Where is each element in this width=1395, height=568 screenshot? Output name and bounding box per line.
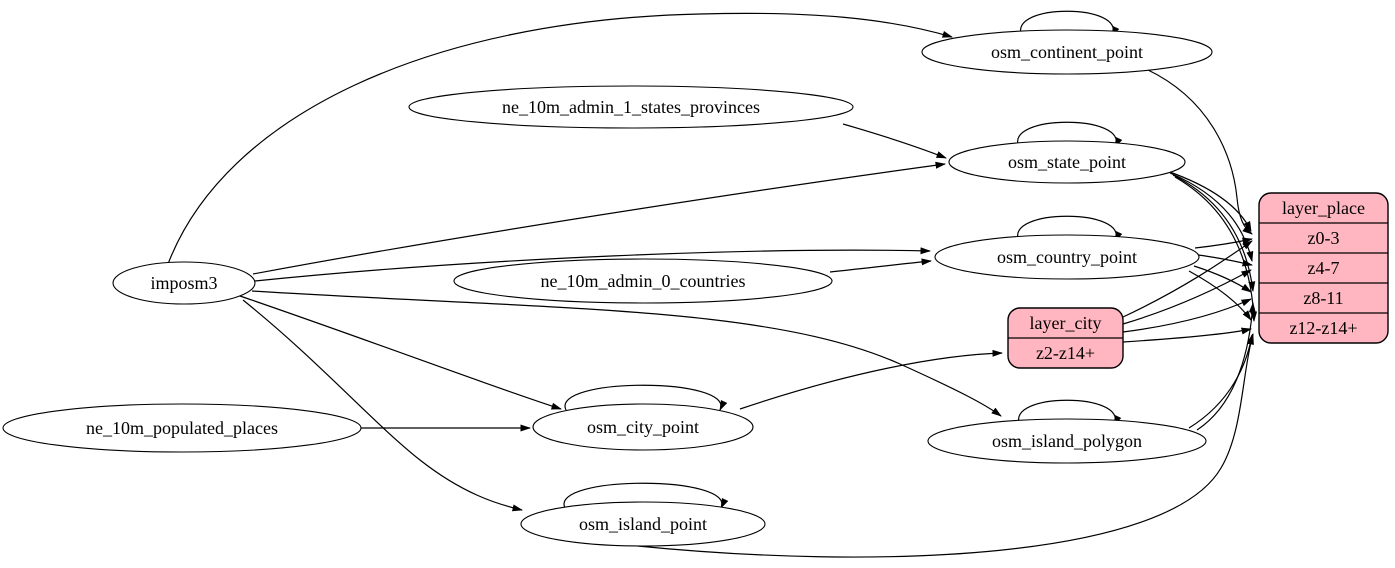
edge-osm_island_polygon-to-layer_place-z12-z14+: [1188, 334, 1254, 429]
record-row-layer_place-z0-3: z0-3: [1308, 228, 1340, 248]
edge-osm_country_point-to-layer_place-z8-11: [1193, 265, 1252, 293]
edge-imposm3-to-osm_state_point: [252, 161, 946, 275]
edge-osm_state_point-to-osm_state_point: [1017, 121, 1123, 148]
node-imposm3: [112, 261, 256, 305]
node-osm_country_point: [934, 234, 1200, 280]
node-osm_city_point: [532, 403, 754, 451]
nodes-layer: imposm3 ne_10m_admin_1_states_provincesne…: [2, 29, 1213, 547]
record-row-layer_city-z2-z14+: z2-z14+: [1036, 343, 1095, 363]
node-osm_state_point: [948, 140, 1186, 184]
node-label-ne_10m_populated_places: ne_10m_populated_places: [86, 418, 278, 438]
edge-imposm3-to-osm_island_polygon: [251, 290, 1002, 417]
edge-osm_island_point-to-layer_place-z12-z14+: [627, 333, 1254, 558]
edge-imposm3-to-osm_city_point: [239, 295, 562, 410]
record-row-layer_place-z8-11: z8-11: [1303, 288, 1343, 308]
edge-layer_city-to-layer_place-z8-11: [1122, 298, 1252, 333]
edge-osm_country_point-to-layer_place-z0-3: [1194, 237, 1253, 249]
edge-osm_island_polygon-to-layer_place-z8-11: [1196, 302, 1256, 431]
edge-layer_city-to-layer_place-z0-3: [1122, 240, 1253, 318]
edge-osm_state_point-to-layer_place-z4-7: [1169, 172, 1254, 262]
edges-layer: [167, 10, 1258, 558]
record-layer_place: [1258, 192, 1389, 344]
node-label-imposm3: imposm3: [150, 273, 217, 293]
node-osm_island_polygon: [927, 418, 1207, 464]
edge-osm_city_point-to-layer_city-z2-z14+: [739, 349, 1003, 410]
edge-osm_country_point-to-osm_country_point: [1017, 215, 1123, 242]
node-label-osm_continent_point: osm_continent_point: [991, 42, 1143, 62]
edge-ne_10m_admin_1_states_provinces-to-osm_state_point: [842, 123, 947, 159]
edge-osm_country_point-to-layer_place-z4-7: [1197, 254, 1253, 267]
node-label-osm_island_point: osm_island_point: [579, 514, 707, 534]
record-title-layer_city: layer_city: [1030, 313, 1102, 333]
record-row-layer_place-z12-z14+: z12-z14+: [1289, 318, 1357, 338]
edge-osm_island_point-to-osm_island_point: [563, 482, 729, 509]
node-ne_10m_admin_0_countries: [453, 258, 833, 304]
edge-imposm3-to-osm_continent_point: [167, 12, 953, 265]
node-label-ne_10m_admin_1_states_provinces: ne_10m_admin_1_states_provinces: [502, 97, 760, 117]
edge-ne_10m_admin_0_countries-to-osm_country_point: [829, 258, 932, 273]
edge-osm_continent_point-to-osm_continent_point: [1019, 10, 1120, 37]
edge-imposm3-to-osm_country_point: [254, 247, 931, 282]
node-label-osm_state_point: osm_state_point: [1008, 152, 1126, 172]
node-ne_10m_admin_1_states_provinces: [408, 85, 854, 129]
node-osm_island_point: [520, 501, 766, 547]
edge-layer_city-to-layer_place-z12-z14+: [1122, 327, 1252, 343]
record-title-layer_place: layer_place: [1282, 198, 1365, 218]
edge-osm_country_point-to-layer_place-z12-z14+: [1188, 270, 1252, 321]
node-label-osm_island_polygon: osm_island_polygon: [992, 431, 1142, 451]
edge-layer_city-to-layer_place-z4-7: [1122, 269, 1252, 325]
node-ne_10m_populated_places: [2, 403, 362, 453]
node-label-ne_10m_admin_0_countries: ne_10m_admin_0_countries: [541, 271, 746, 291]
edge-osm_city_point-to-osm_city_point: [564, 384, 728, 411]
record-row-layer_place-z4-7: z4-7: [1308, 258, 1340, 278]
node-label-osm_city_point: osm_city_point: [587, 417, 699, 437]
records-layer: layer_place z0-3 z4-7 z8-11 z12-z14+ layer_ci…: [1007, 192, 1389, 369]
edge-imposm3-to-osm_island_point: [242, 299, 523, 512]
node-label-osm_country_point: osm_country_point: [997, 247, 1137, 267]
edge-osm_continent_point-to-layer_place-z0-3: [1145, 68, 1253, 235]
node-osm_continent_point: [921, 29, 1213, 75]
edge-osm_state_point-to-layer_place-z0-3: [1166, 170, 1252, 232]
edge-osm_island_polygon-to-osm_island_polygon: [1018, 399, 1122, 426]
